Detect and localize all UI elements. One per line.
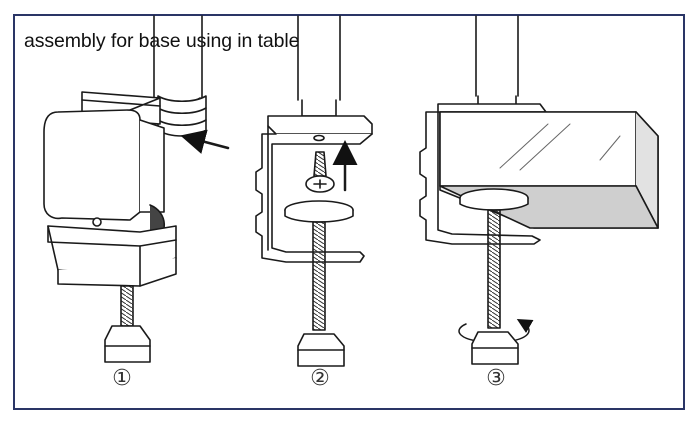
step-number-3: ③ xyxy=(486,366,506,391)
step-number-2: ② xyxy=(310,366,330,391)
diagram-title: assembly for base using in table xyxy=(24,30,300,52)
step-3-figure xyxy=(419,15,659,365)
step-1-figure xyxy=(43,15,230,363)
step-2-figure xyxy=(255,15,373,367)
step-number-1: ① xyxy=(112,366,132,391)
